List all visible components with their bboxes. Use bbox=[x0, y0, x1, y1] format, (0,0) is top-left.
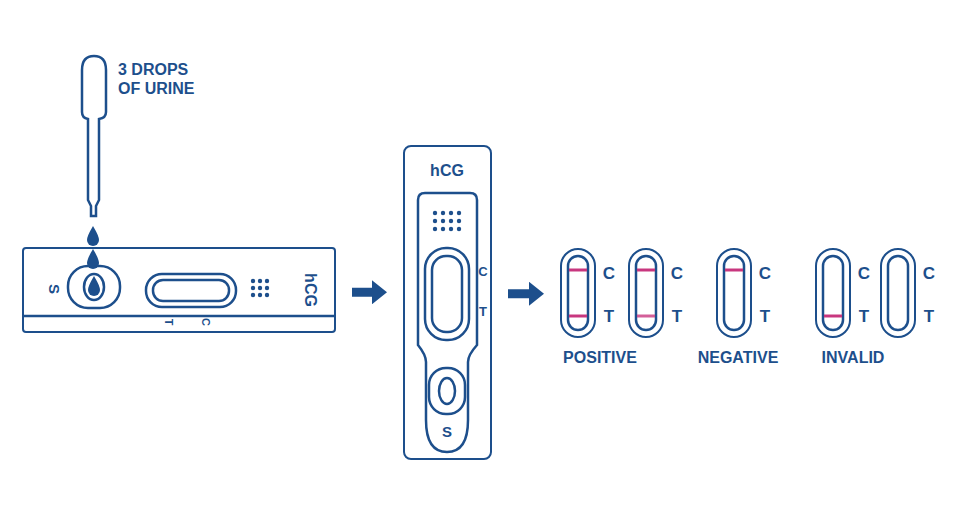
result-window: CT bbox=[716, 248, 752, 338]
window-letter: T bbox=[604, 308, 614, 325]
window-slot bbox=[568, 256, 588, 330]
urine-drop bbox=[88, 276, 100, 296]
result-label: POSITIVE bbox=[563, 348, 637, 367]
window-letter: T bbox=[672, 308, 682, 325]
result-window: CT bbox=[628, 248, 664, 338]
urine-drop bbox=[87, 249, 99, 269]
urine-drop bbox=[87, 226, 99, 246]
window-letter: C bbox=[759, 265, 771, 282]
window-letter: S bbox=[47, 284, 62, 294]
result-window: CT bbox=[560, 248, 596, 338]
grip-dots bbox=[251, 211, 461, 297]
result-label: INVALID bbox=[822, 348, 885, 367]
well-hole bbox=[84, 274, 104, 300]
window-slot bbox=[888, 256, 908, 330]
window-slot bbox=[432, 256, 462, 332]
window-slot bbox=[823, 256, 843, 330]
result-window: CT bbox=[815, 248, 851, 338]
result-label: NEGATIVE bbox=[698, 348, 779, 367]
window-letter: C bbox=[603, 265, 615, 282]
window-letter: C bbox=[200, 318, 211, 326]
window-letter: T bbox=[760, 308, 770, 325]
flow-arrow bbox=[352, 288, 372, 297]
pipette bbox=[82, 56, 106, 216]
result-window bbox=[425, 248, 469, 340]
instruction-label: 3 DROPS OF URINE bbox=[118, 60, 203, 98]
window-letter: C bbox=[478, 265, 487, 278]
window-letter: T bbox=[163, 319, 174, 326]
cassette-inner bbox=[418, 193, 477, 452]
cassette-lip bbox=[23, 315, 335, 318]
flow-arrow bbox=[508, 289, 529, 298]
sample-well bbox=[68, 266, 120, 308]
window-letter: C bbox=[671, 265, 683, 282]
cassette-mark: hCG bbox=[302, 273, 318, 307]
window-letter: hCG bbox=[430, 163, 464, 179]
test-cassette: S T ChCG bbox=[22, 247, 336, 333]
result-window: CT bbox=[880, 248, 916, 338]
window-letter: T bbox=[924, 308, 934, 325]
window-letter: C bbox=[858, 265, 870, 282]
window-slot bbox=[724, 256, 744, 330]
cassette-mark: S bbox=[442, 424, 452, 439]
well-hole bbox=[439, 378, 455, 404]
window-letter: T bbox=[859, 308, 869, 325]
result-window bbox=[146, 274, 236, 307]
window-letter: T bbox=[479, 305, 487, 318]
window-slot bbox=[636, 256, 656, 330]
window-letter: C bbox=[923, 265, 935, 282]
window-slot bbox=[153, 280, 229, 301]
test-cassette: hCG C T S bbox=[403, 145, 492, 460]
sample-well bbox=[429, 368, 465, 414]
